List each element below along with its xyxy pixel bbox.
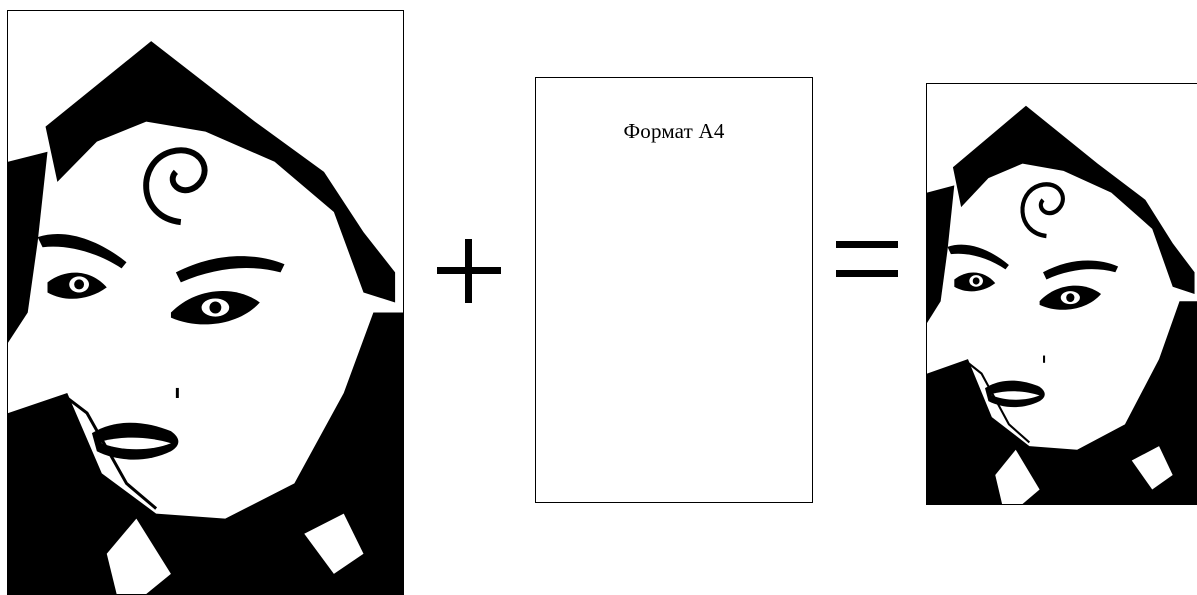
equals-icon xyxy=(836,241,898,277)
output-portrait-image xyxy=(926,83,1197,505)
a4-paper-sheet: Формат А4 xyxy=(535,77,813,503)
input-portrait-image xyxy=(7,10,404,595)
plus-icon xyxy=(437,239,501,303)
portrait-icon xyxy=(927,84,1197,504)
portrait-icon xyxy=(8,11,403,594)
a4-format-label: Формат А4 xyxy=(623,119,725,143)
